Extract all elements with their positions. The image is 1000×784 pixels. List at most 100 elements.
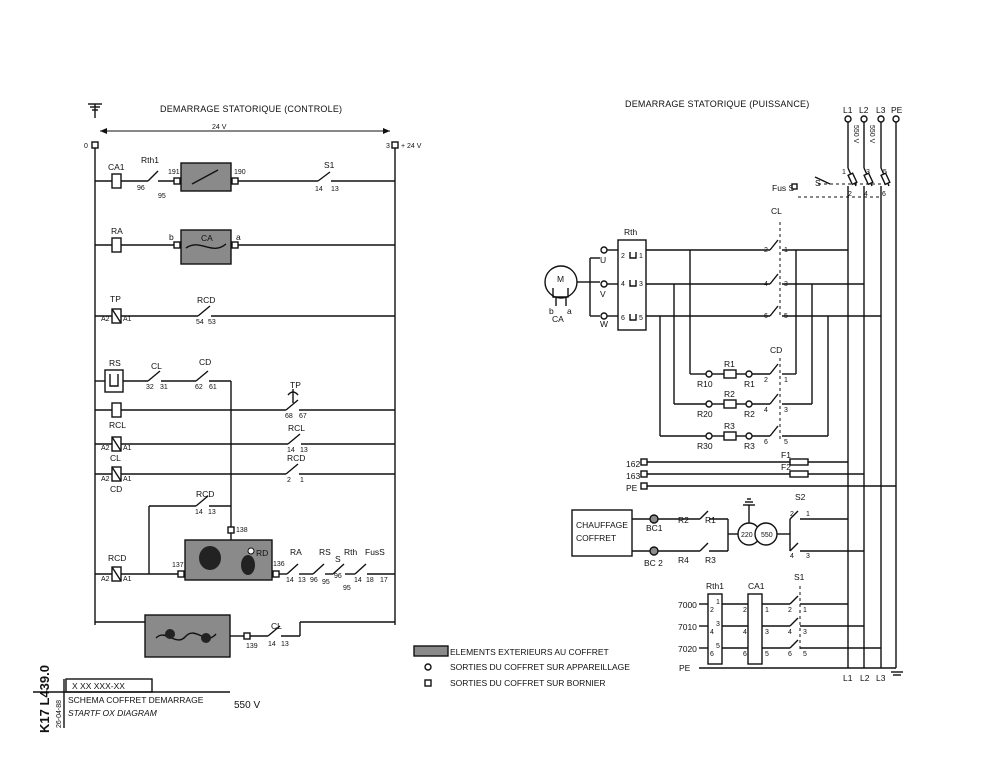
label-cl-contactor: CL [771, 206, 782, 216]
ca1-term-6: 6 [743, 651, 747, 658]
label-r2: R2 [724, 389, 735, 399]
term-18: 18 [366, 577, 374, 584]
cd-term-6: 6 [764, 439, 768, 446]
label-rth-block: Rth [624, 227, 638, 237]
term-17: 17 [380, 577, 388, 584]
term-a2-tp: A2 [101, 316, 110, 323]
label-s1-bottom: S1 [794, 572, 805, 582]
node-24v: + 24 V [401, 143, 422, 150]
motor-label-ca: CA [552, 314, 564, 324]
term-95: 95 [158, 193, 166, 200]
voltage-24v-label: 24 V [212, 124, 227, 131]
node-162: 162 [626, 459, 640, 469]
voltage-550-a: 550 V [852, 125, 859, 144]
term-139: 139 [246, 643, 258, 650]
label-tp: TP [110, 294, 121, 304]
node-pe: PE [626, 483, 638, 493]
cl-term-3: 3 [784, 281, 788, 288]
drawing-title-fr: SCHEMA COFFRET DEMARRAGE [68, 695, 204, 705]
term-14e: 14 [268, 641, 276, 648]
rth-term-4: 4 [621, 281, 625, 288]
term-a: a [236, 232, 241, 242]
label-r1-end: R1 [744, 379, 755, 389]
term-14d: 14 [354, 577, 362, 584]
label-cd: CD [199, 357, 211, 367]
cd-term-2: 2 [764, 377, 768, 384]
label-cl-aux: CL [271, 621, 282, 631]
term-14b: 14 [195, 509, 203, 516]
label-r1-heat: R1 [705, 515, 716, 525]
term-61: 61 [209, 384, 217, 391]
term-a1-tp: A1 [123, 316, 132, 323]
s2-term-2: 2 [790, 511, 794, 518]
term-s1-13: 13 [331, 186, 339, 193]
term-w: W [600, 319, 608, 329]
ca1-term-2: 2 [743, 607, 747, 614]
label-s1: S1 [324, 160, 335, 170]
label-rth1: Rth1 [141, 155, 159, 165]
term-a1-rcl: A1 [123, 445, 132, 452]
chauffage-label-2: COFFRET [576, 533, 616, 543]
power-title: DEMARRAGE STATORIQUE (PUISSANCE) [625, 99, 809, 109]
cl-term-6: 6 [764, 313, 768, 320]
term-190: 190 [234, 169, 246, 176]
term-136: 136 [273, 561, 285, 568]
term-53: 53 [208, 319, 216, 326]
label-cd-coil: CD [110, 484, 122, 494]
label-s-switch: S [815, 178, 821, 188]
label-rth-contact: Rth [344, 547, 358, 557]
term-a2-rcd: A2 [101, 576, 110, 583]
cl-term-5: 5 [784, 313, 788, 320]
phase-l3-top: L3 [876, 105, 886, 115]
voltage-550-b: 550 V [868, 125, 875, 144]
label-cd-contactor: CD [770, 345, 782, 355]
legend-ext-swatch [413, 645, 449, 657]
label-rs-contact: RS [319, 547, 331, 557]
label-bc2: BC 2 [644, 558, 663, 568]
term-31: 31 [160, 384, 168, 391]
rth-term-1: 1 [639, 253, 643, 260]
rth1-term-2: 2 [710, 607, 714, 614]
legend-circle-text: SORTIES DU COFFRET SUR APPAREILLAGE [450, 662, 630, 672]
term-13a: 13 [300, 447, 308, 454]
node-3: 3 [386, 143, 390, 150]
rth1-term-1: 1 [716, 599, 720, 606]
s1-term-6: 6 [788, 651, 792, 658]
legend: ELEMENTS EXTERIEURS AU COFFRET SORTIES D… [413, 645, 630, 688]
control-title: DEMARRAGE STATORIQUE (CONTROLE) [160, 104, 342, 114]
transformer-220: 220 [741, 532, 753, 539]
chauffage-label-1: CHAUFFAGE [576, 520, 628, 530]
label-r20: R20 [697, 409, 713, 419]
label-r3-end: R3 [744, 441, 755, 451]
term-68: 68 [285, 413, 293, 420]
label-ra: RA [111, 226, 123, 236]
fs-term-6: 6 [882, 191, 886, 198]
label-rcl-contact: RCL [288, 423, 305, 433]
phase-l3-bottom: L3 [876, 673, 886, 683]
fs-term-2: 2 [848, 191, 852, 198]
transformer-550: 550 [761, 532, 773, 539]
label-rth1-bottom: Rth1 [706, 581, 724, 591]
phase-l2-bottom: L2 [860, 673, 870, 683]
term-62: 62 [195, 384, 203, 391]
cl-term-2: 2 [764, 247, 768, 254]
cd-term-1: 1 [784, 377, 788, 384]
term-32: 32 [146, 384, 154, 391]
label-r30: R30 [697, 441, 713, 451]
ca1-term-1: 1 [765, 607, 769, 614]
label-r10: R10 [697, 379, 713, 389]
term-a2-cl: A2 [101, 476, 110, 483]
rth1-term-6: 6 [710, 651, 714, 658]
node-pe-bottom: PE [679, 663, 691, 673]
s2-term-1: 1 [806, 511, 810, 518]
term-13c: 13 [298, 577, 306, 584]
term-14c: 14 [286, 577, 294, 584]
phase-pe-top: PE [891, 105, 903, 115]
label-r2-heat: R2 [678, 515, 689, 525]
label-cl: CL [151, 361, 162, 371]
s2-term-4: 4 [790, 553, 794, 560]
phase-l1-bottom: L1 [843, 673, 853, 683]
label-cl-coil: CL [110, 453, 121, 463]
label-motor: M [557, 274, 564, 284]
control-circuit: 24 V 0 3 + 24 V CA1 Rth1 96 95 191 190 S… [84, 103, 422, 658]
